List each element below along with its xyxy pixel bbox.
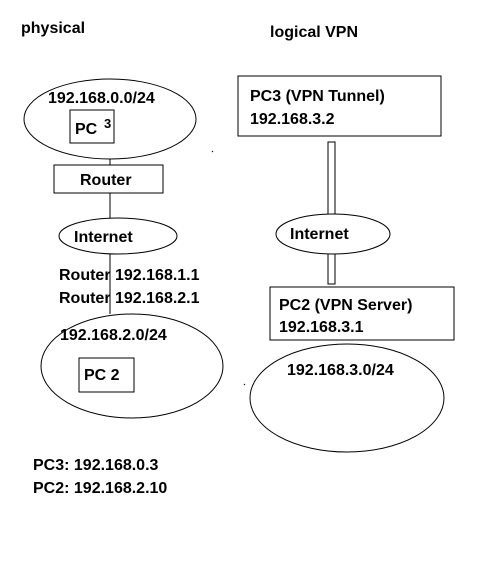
internet-ellipse-physical bbox=[58, 217, 178, 255]
pc3-label: PC bbox=[75, 121, 98, 138]
vpn-tunnel-box bbox=[237, 75, 442, 137]
lan-bottom-subnet: 192.168.2.0/24 bbox=[60, 327, 167, 344]
vpn-tunnel-name: PC3 (VPN Tunnel) bbox=[250, 88, 385, 105]
host-list-item-2: PC2: 192.168.2.10 bbox=[33, 480, 167, 497]
internet-label-logical: Internet bbox=[290, 226, 349, 243]
vpn-server-box bbox=[269, 286, 455, 341]
pc2-label: PC 2 bbox=[84, 367, 120, 384]
dot-mark-2 bbox=[243, 383, 246, 386]
pc3-number: 3 bbox=[104, 116, 111, 131]
lan-top-subnet: 192.168.0.0/24 bbox=[48, 90, 155, 107]
router-addr-2: Router 192.168.2.1 bbox=[59, 290, 200, 307]
pc3-box bbox=[69, 109, 115, 144]
vpn-tunnel-ip: 192.168.3.2 bbox=[250, 111, 335, 128]
vpn-subnet-ellipse bbox=[249, 343, 445, 453]
vpn-tunnel-pipe bbox=[327, 141, 336, 285]
router-addr-1: Router 192.168.1.1 bbox=[59, 267, 200, 284]
host-list-item-1: PC3: 192.168.0.3 bbox=[33, 457, 159, 474]
router-box bbox=[53, 164, 164, 194]
logical-heading: logical VPN bbox=[270, 24, 358, 41]
dot-mark-1 bbox=[211, 150, 214, 153]
router-label: Router bbox=[80, 172, 132, 189]
physical-heading: physical bbox=[21, 20, 85, 37]
internet-label-physical: Internet bbox=[74, 229, 133, 246]
pc2-box bbox=[78, 357, 135, 393]
vpn-server-name: PC2 (VPN Server) bbox=[279, 297, 412, 314]
internet-ellipse-logical bbox=[275, 213, 391, 255]
vpn-subnet-label: 192.168.3.0/24 bbox=[287, 362, 394, 379]
vpn-server-ip: 192.168.3.1 bbox=[279, 319, 364, 336]
